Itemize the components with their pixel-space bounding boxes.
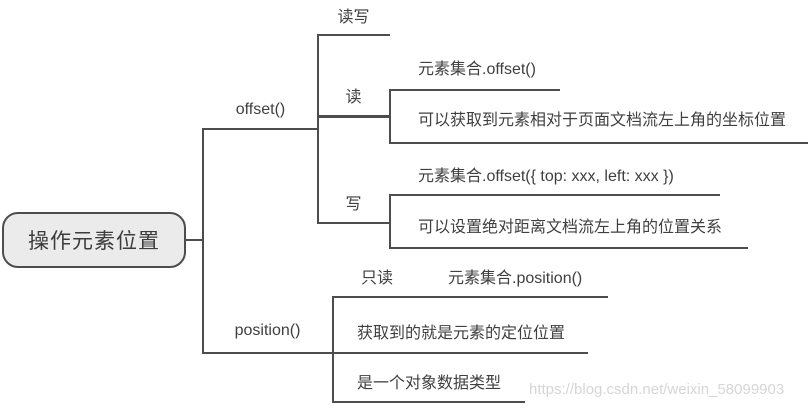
underline-offset-write-signature (389, 194, 720, 196)
connector-write-branch (317, 222, 391, 224)
connector-read-branch (317, 115, 391, 118)
node-root-label: 操作元素位置 (28, 230, 160, 253)
node-readwrite: 读写 (337, 9, 370, 26)
node-position: position() (234, 322, 301, 339)
connector-offset-branch (202, 128, 319, 130)
node-readonly-label: 只读 (361, 270, 394, 287)
connector-root-to-trunk (184, 239, 203, 241)
node-position-description2: 是一个对象数据类型 (357, 375, 502, 392)
node-offset-read-signature: 元素集合.offset() (418, 61, 536, 78)
node-write: 写 (345, 196, 362, 213)
connector-position-bracket (332, 296, 334, 403)
node-offset-read-description: 可以获取到元素相对于页面文档流左上角的坐标位置 (418, 112, 787, 129)
connector-write-bracket (389, 194, 391, 249)
connector-read-bracket (389, 89, 391, 144)
underline-offset-read-signature (389, 89, 560, 91)
node-read: 读 (345, 89, 362, 106)
node-offset-write-signature: 元素集合.offset({ top: xxx, left: xxx }) (418, 168, 674, 185)
connector-position-branch (202, 352, 333, 354)
underline-position-signature (332, 296, 608, 298)
underline-position-description2 (332, 401, 525, 403)
node-offset: offset() (235, 101, 286, 118)
csdn-watermark: https://blog.csdn.net/weixin_58099903 (529, 381, 785, 398)
connector-trunk-vertical (202, 128, 204, 354)
node-position-signature: 元素集合.position() (448, 270, 583, 287)
underline-offset-write-description (389, 247, 748, 249)
node-root: 操作元素位置 (2, 212, 186, 268)
underline-position-description1 (332, 352, 588, 354)
underline-readwrite-node (317, 34, 390, 36)
node-offset-write-description: 可以设置绝对距离文档流左上角的位置关系 (418, 219, 723, 236)
node-position-description1: 获取到的就是元素的定位位置 (357, 325, 566, 342)
connector-offset-bracket (317, 34, 319, 224)
underline-offset-read-description (389, 142, 808, 144)
